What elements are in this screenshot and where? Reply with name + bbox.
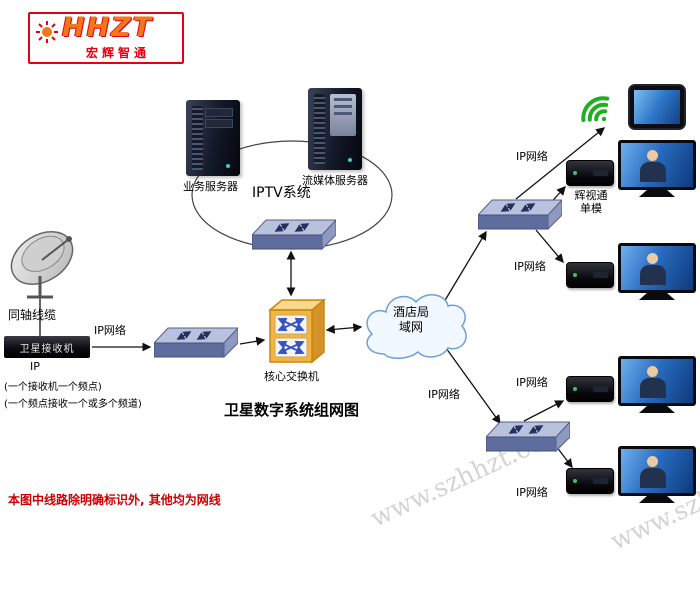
- hotel-lan-cloud-label: 酒店局 域网: [380, 305, 442, 335]
- tv-screen: [618, 446, 696, 496]
- ip-network-label-left: IP网络: [94, 324, 126, 337]
- line-switch-tablet: [515, 127, 606, 200]
- left-access-switch-icon: [154, 326, 238, 360]
- diagram-title: 卫星数字系统组网图: [224, 401, 360, 419]
- server-front-panel: [330, 94, 356, 136]
- line-cloud-bottomswitch: [445, 347, 501, 425]
- core-switch-label: 核心交换机: [264, 370, 319, 383]
- ip-network-label-tablet: IP网络: [516, 150, 548, 163]
- line-core-cloud: [325, 323, 363, 334]
- logo-star-icon: [36, 21, 58, 43]
- stb-model-line1: 辉视通: [574, 189, 608, 202]
- tv-picture: [621, 143, 693, 187]
- stb-model-line2: 单模: [580, 202, 602, 215]
- iptv-switch-icon: [252, 218, 336, 252]
- tv-screen: [618, 356, 696, 406]
- footer-note: 本图中线路除明确标识外, 其他均为网线: [8, 493, 221, 507]
- server-power-led: [226, 164, 230, 168]
- tablet-device-icon: [628, 84, 686, 130]
- ip-network-label-cloud-branch: IP网络: [428, 388, 460, 401]
- tv-picture: [621, 246, 693, 290]
- connection-lines: [39, 127, 606, 469]
- stb-model-label: 辉视通 单模: [564, 189, 618, 215]
- tv-picture: [621, 359, 693, 403]
- wifi-signal-icon: [581, 96, 610, 123]
- tv-screen: [618, 140, 696, 190]
- top-right-switch-icon: [478, 198, 562, 232]
- satellite-dish-icon: [10, 231, 74, 299]
- server-vent-panel: [192, 106, 203, 170]
- tablet-screen: [634, 90, 680, 124]
- set-top-box: [566, 262, 614, 288]
- core-switch-icon: [268, 298, 326, 364]
- business-server-label: 业务服务器: [183, 180, 238, 193]
- cloud-label-line1: 酒店局: [392, 305, 429, 319]
- company-logo: HHZT 宏辉智通: [28, 12, 184, 64]
- ip-network-label-stb4: IP网络: [516, 486, 548, 499]
- set-top-box: [566, 468, 614, 494]
- logo-brand-text: HHZT: [62, 12, 154, 43]
- line-switch-stb2: [535, 229, 564, 264]
- cloud-label-line2: 域网: [398, 320, 423, 334]
- ip-network-label-stb3: IP网络: [516, 376, 548, 389]
- receiver-note-1: (一个接收机一个频点): [4, 382, 102, 393]
- line-cloud-topswitch: [443, 230, 487, 303]
- line-switch-core: [239, 336, 266, 346]
- cloud-shape: [366, 294, 467, 359]
- satellite-receiver-icon: 卫星接收机: [4, 336, 90, 358]
- bottom-right-switch-icon: [486, 420, 570, 454]
- ip-network-label-stb2: IP网络: [514, 260, 546, 273]
- media-server-label: 流媒体服务器: [302, 174, 368, 187]
- receiver-note-2: (一个频点接收一个或多个频道): [4, 399, 142, 410]
- media-server-icon: [308, 88, 362, 170]
- server-drive-bay: [205, 119, 233, 128]
- coax-cable-label: 同轴线缆: [8, 308, 57, 322]
- set-top-box: [566, 376, 614, 402]
- tv-picture: [621, 449, 693, 493]
- tv-screen: [618, 243, 696, 293]
- server-vent-panel: [314, 94, 325, 164]
- business-server-icon: [186, 100, 240, 176]
- logo-brand-chinese: 宏辉智通: [86, 46, 151, 60]
- set-top-box: [566, 160, 614, 186]
- iptv-system-label: IPTV系统: [252, 185, 311, 201]
- line-switch-stb3: [523, 400, 565, 422]
- server-power-led: [348, 158, 352, 162]
- receiver-ip-label: IP: [30, 360, 40, 373]
- line-switch-stb4: [555, 445, 573, 469]
- satellite-receiver-label: 卫星接收机: [19, 343, 75, 355]
- server-drive-bay: [205, 108, 233, 117]
